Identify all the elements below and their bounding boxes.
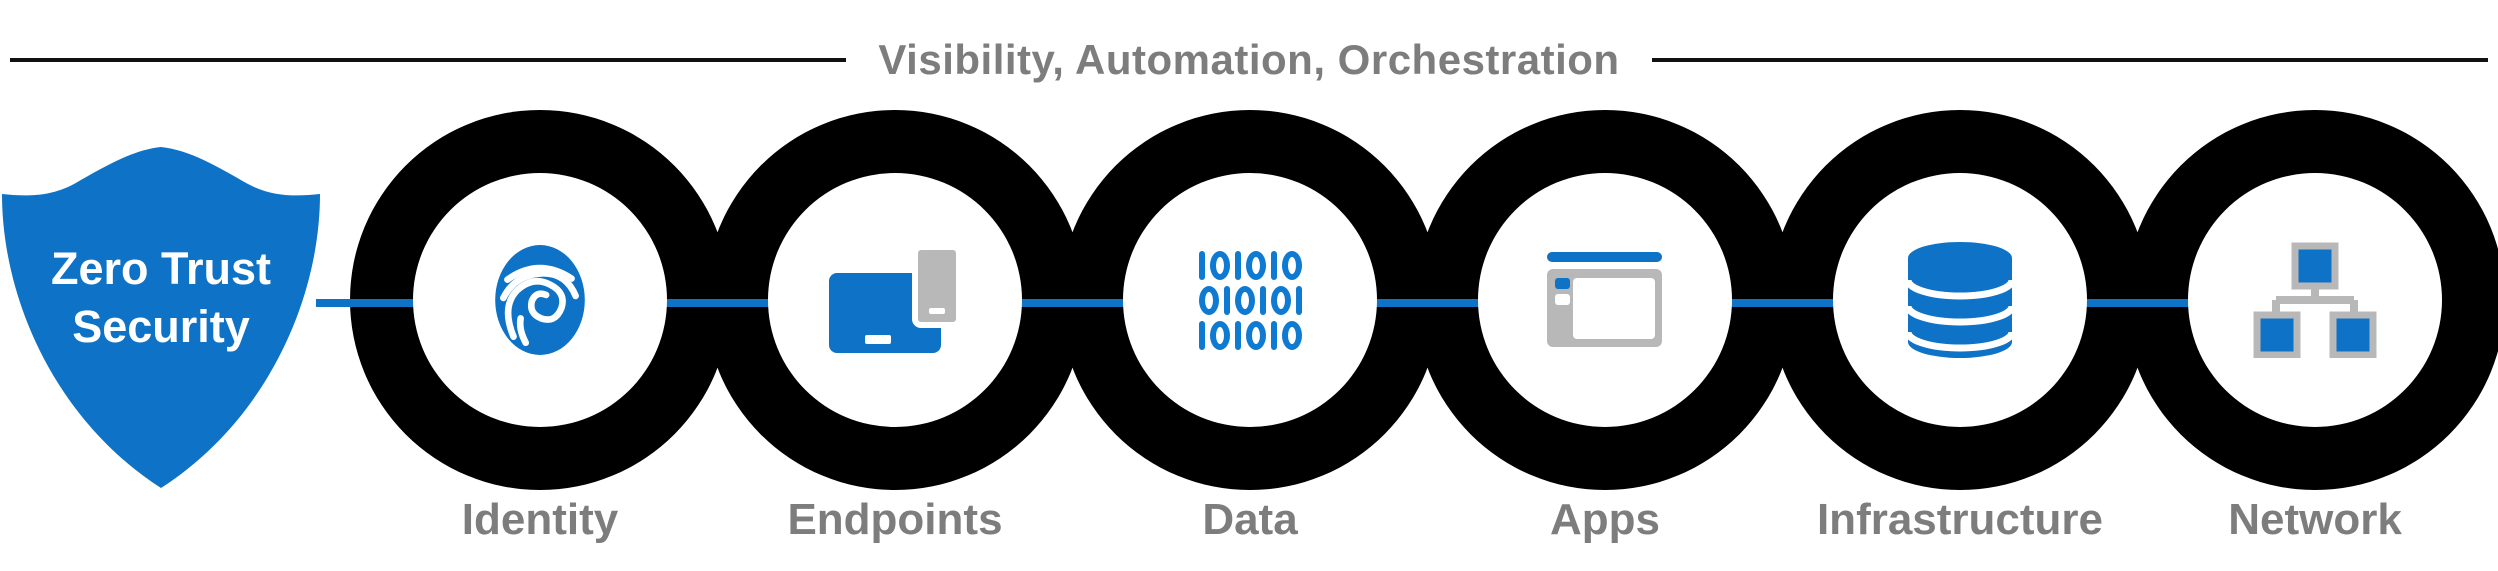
binary-icon [1198, 248, 1302, 353]
database-icon [1908, 242, 2012, 358]
node-label-infrastructure: Infrastructure [1816, 495, 2104, 544]
node-endpoints [768, 173, 1022, 427]
network-icon [2253, 242, 2377, 358]
title-row: Visibility, Automation, Orchestration [10, 34, 2488, 86]
app-window-icon [1547, 251, 1662, 347]
node-data [1123, 173, 1377, 427]
node-infrastructure [1833, 173, 2087, 427]
shield-label: Zero Trust Security [2, 240, 320, 356]
shield-label-line1: Zero Trust [50, 243, 272, 294]
shield-icon [2, 147, 320, 488]
title-left-line [10, 58, 847, 62]
node-label-data: Data [1202, 495, 1298, 544]
node-label-identity: Identity [461, 495, 619, 544]
title-right-line [1651, 58, 2488, 62]
shield-label-line2: Security [72, 301, 250, 352]
node-label-apps: Apps [1550, 495, 1660, 544]
diagram-title: Visibility, Automation, Orchestration [878, 36, 1620, 83]
devices-icon [829, 245, 961, 353]
zero-trust-shield: Zero Trust Security [2, 147, 320, 488]
node-network [2188, 173, 2442, 427]
node-label-network: Network [2228, 495, 2402, 544]
node-identity [413, 173, 667, 427]
node-label-endpoints: Endpoints [787, 495, 1003, 544]
fingerprint-icon [495, 245, 585, 355]
node-apps [1478, 173, 1732, 427]
